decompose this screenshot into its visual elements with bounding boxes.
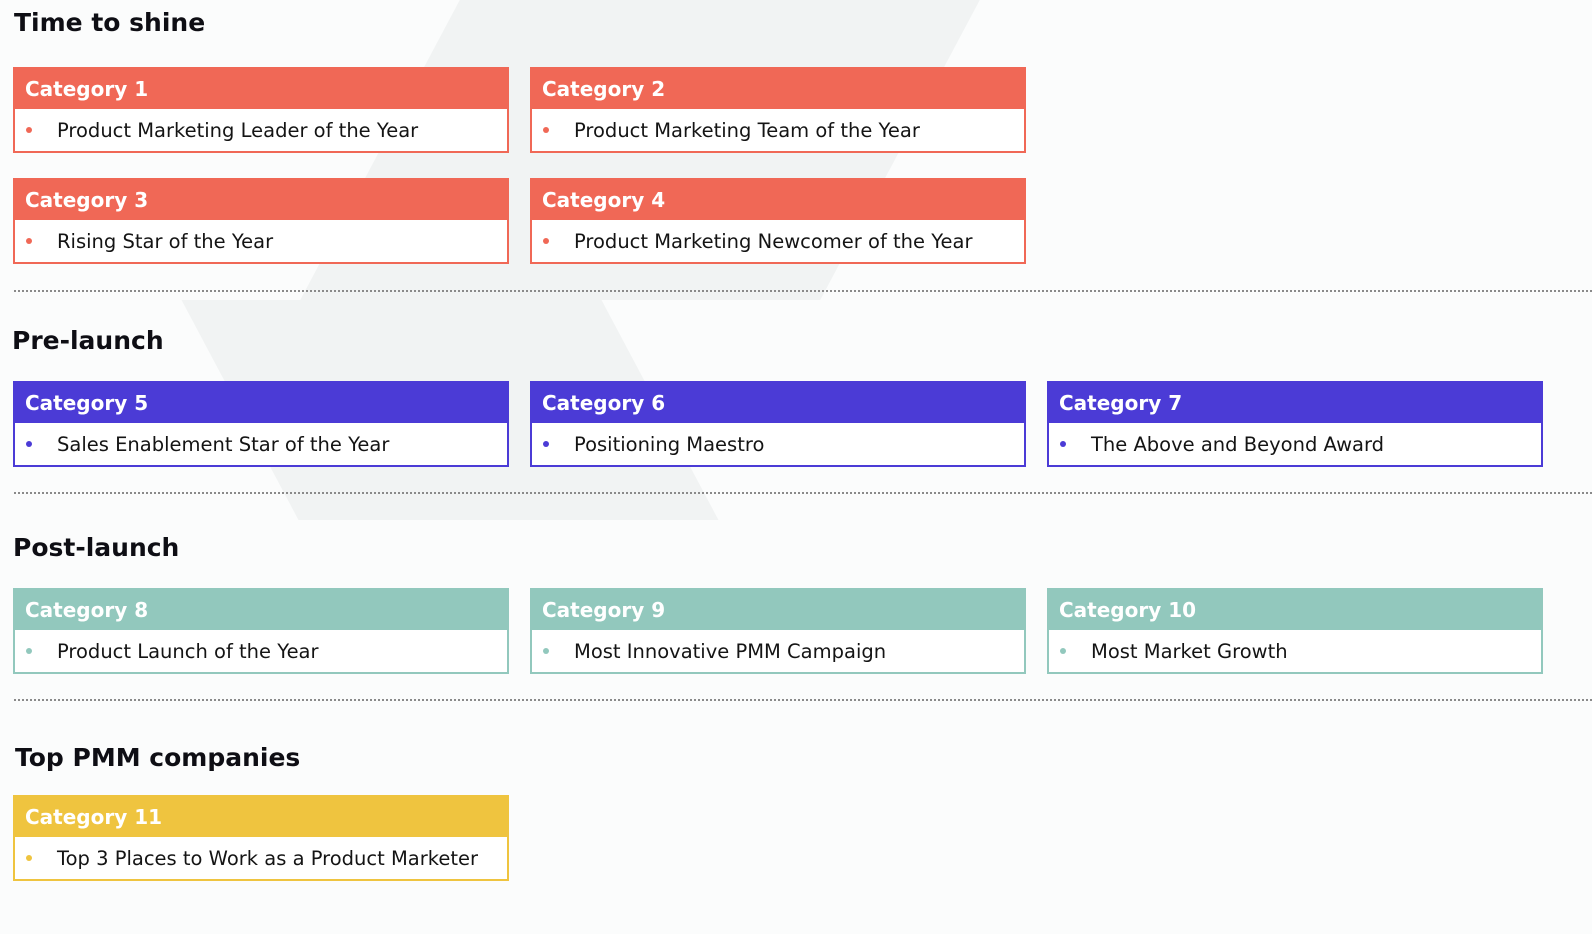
award-name: Product Launch of the Year	[57, 639, 319, 663]
category-header: Category 6	[532, 383, 1024, 423]
category-header: Category 11	[15, 797, 507, 837]
category-body: The Above and Beyond Award	[1049, 423, 1541, 465]
category-body: Product Marketing Leader of the Year	[15, 109, 507, 151]
category-header: Category 5	[15, 383, 507, 423]
category-card-4: Category 4 Product Marketing Newcomer of…	[530, 178, 1026, 264]
award-name: Rising Star of the Year	[57, 229, 274, 253]
bullet-icon	[26, 441, 32, 447]
award-name: Product Marketing Newcomer of the Year	[574, 229, 973, 253]
bullet-icon	[1060, 441, 1066, 447]
category-header: Category 1	[15, 69, 507, 109]
bullet-icon	[26, 238, 32, 244]
category-card-9: Category 9 Most Innovative PMM Campaign	[530, 588, 1026, 674]
category-card-10: Category 10 Most Market Growth	[1047, 588, 1543, 674]
award-name: Most Innovative PMM Campaign	[574, 639, 887, 663]
category-card-3: Category 3 Rising Star of the Year	[13, 178, 509, 264]
category-body: Product Marketing Team of the Year	[532, 109, 1024, 151]
award-name: Product Marketing Team of the Year	[574, 118, 920, 142]
section-divider	[14, 492, 1592, 494]
bullet-icon	[543, 127, 549, 133]
category-body: Sales Enablement Star of the Year	[15, 423, 507, 465]
category-card-8: Category 8 Product Launch of the Year	[13, 588, 509, 674]
bullet-icon	[26, 127, 32, 133]
category-body: Rising Star of the Year	[15, 220, 507, 262]
category-body: Top 3 Places to Work as a Product Market…	[15, 837, 507, 879]
section-divider	[14, 290, 1592, 292]
section-title-pre-launch: Pre-launch	[12, 326, 164, 355]
category-card-1: Category 1 Product Marketing Leader of t…	[13, 67, 509, 153]
section-divider	[14, 699, 1592, 701]
category-card-11: Category 11 Top 3 Places to Work as a Pr…	[13, 795, 509, 881]
award-name: Positioning Maestro	[574, 432, 765, 456]
award-name: Product Marketing Leader of the Year	[57, 118, 419, 142]
section-title-top-pmm-companies: Top PMM companies	[15, 743, 301, 772]
award-name: Sales Enablement Star of the Year	[57, 432, 390, 456]
award-name: Top 3 Places to Work as a Product Market…	[57, 846, 479, 870]
award-name: The Above and Beyond Award	[1091, 432, 1385, 456]
category-header: Category 8	[15, 590, 507, 630]
bullet-icon	[26, 855, 32, 861]
category-body: Product Launch of the Year	[15, 630, 507, 672]
category-card-7: Category 7 The Above and Beyond Award	[1047, 381, 1543, 467]
section-title-post-launch: Post-launch	[13, 533, 180, 562]
category-header: Category 4	[532, 180, 1024, 220]
category-card-5: Category 5 Sales Enablement Star of the …	[13, 381, 509, 467]
category-header: Category 10	[1049, 590, 1541, 630]
bullet-icon	[1060, 648, 1066, 654]
section-title-time-to-shine: Time to shine	[14, 8, 206, 37]
category-card-6: Category 6 Positioning Maestro	[530, 381, 1026, 467]
category-header: Category 7	[1049, 383, 1541, 423]
category-body: Most Market Growth	[1049, 630, 1541, 672]
category-card-2: Category 2 Product Marketing Team of the…	[530, 67, 1026, 153]
bullet-icon	[543, 238, 549, 244]
bullet-icon	[543, 648, 549, 654]
bullet-icon	[543, 441, 549, 447]
award-name: Most Market Growth	[1091, 639, 1288, 663]
category-body: Product Marketing Newcomer of the Year	[532, 220, 1024, 262]
category-header: Category 3	[15, 180, 507, 220]
bullet-icon	[26, 648, 32, 654]
category-header: Category 9	[532, 590, 1024, 630]
category-header: Category 2	[532, 69, 1024, 109]
category-body: Most Innovative PMM Campaign	[532, 630, 1024, 672]
category-body: Positioning Maestro	[532, 423, 1024, 465]
